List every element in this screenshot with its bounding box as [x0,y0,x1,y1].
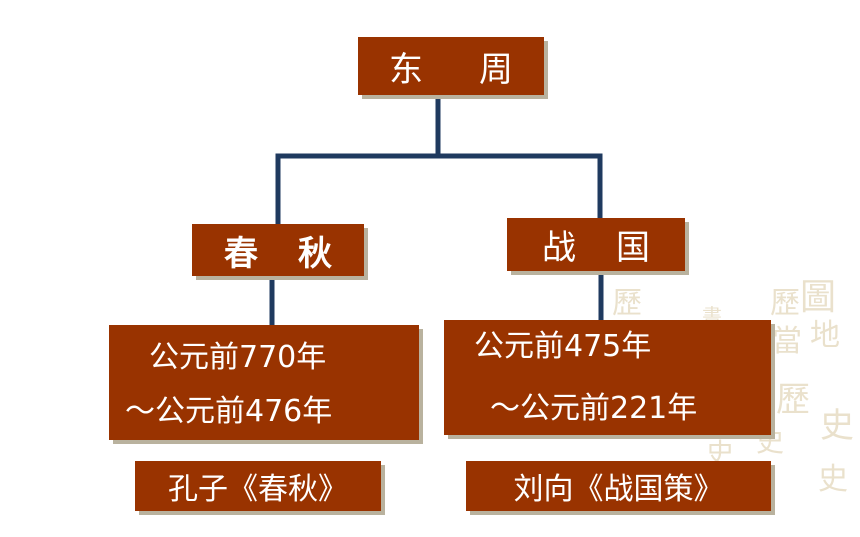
date-range-chunqiu: 公元前770年 ～公元前476年 [109,325,419,440]
branch-node-chunqiu: 春 秋 [192,224,364,276]
branch-label-second: 国 [616,228,650,268]
date-start: 公元前475年 [474,329,652,364]
branch-label-first: 春 [224,233,258,274]
root-label-first: 东 [389,49,423,90]
root-label-second: 周 [479,49,513,90]
book-zhanguo: 刘向《战国策》 [466,461,771,511]
book-label: 孔子《春秋》 [168,472,348,507]
book-chunqiu: 孔子《春秋》 [135,461,381,511]
branch-label-second: 秋 [298,233,332,274]
date-start: 公元前770年 [149,340,327,375]
date-end: ～公元前221年 [490,391,698,426]
date-end: ～公元前476年 [125,394,333,429]
date-range-zhanguo: 公元前475年 ～公元前221年 [444,320,771,435]
book-label: 刘向《战国策》 [513,472,724,507]
branch-node-zhanguo: 战 国 [507,218,685,271]
branch-label-first: 战 [542,228,576,268]
root-node: 东 周 [358,37,544,95]
